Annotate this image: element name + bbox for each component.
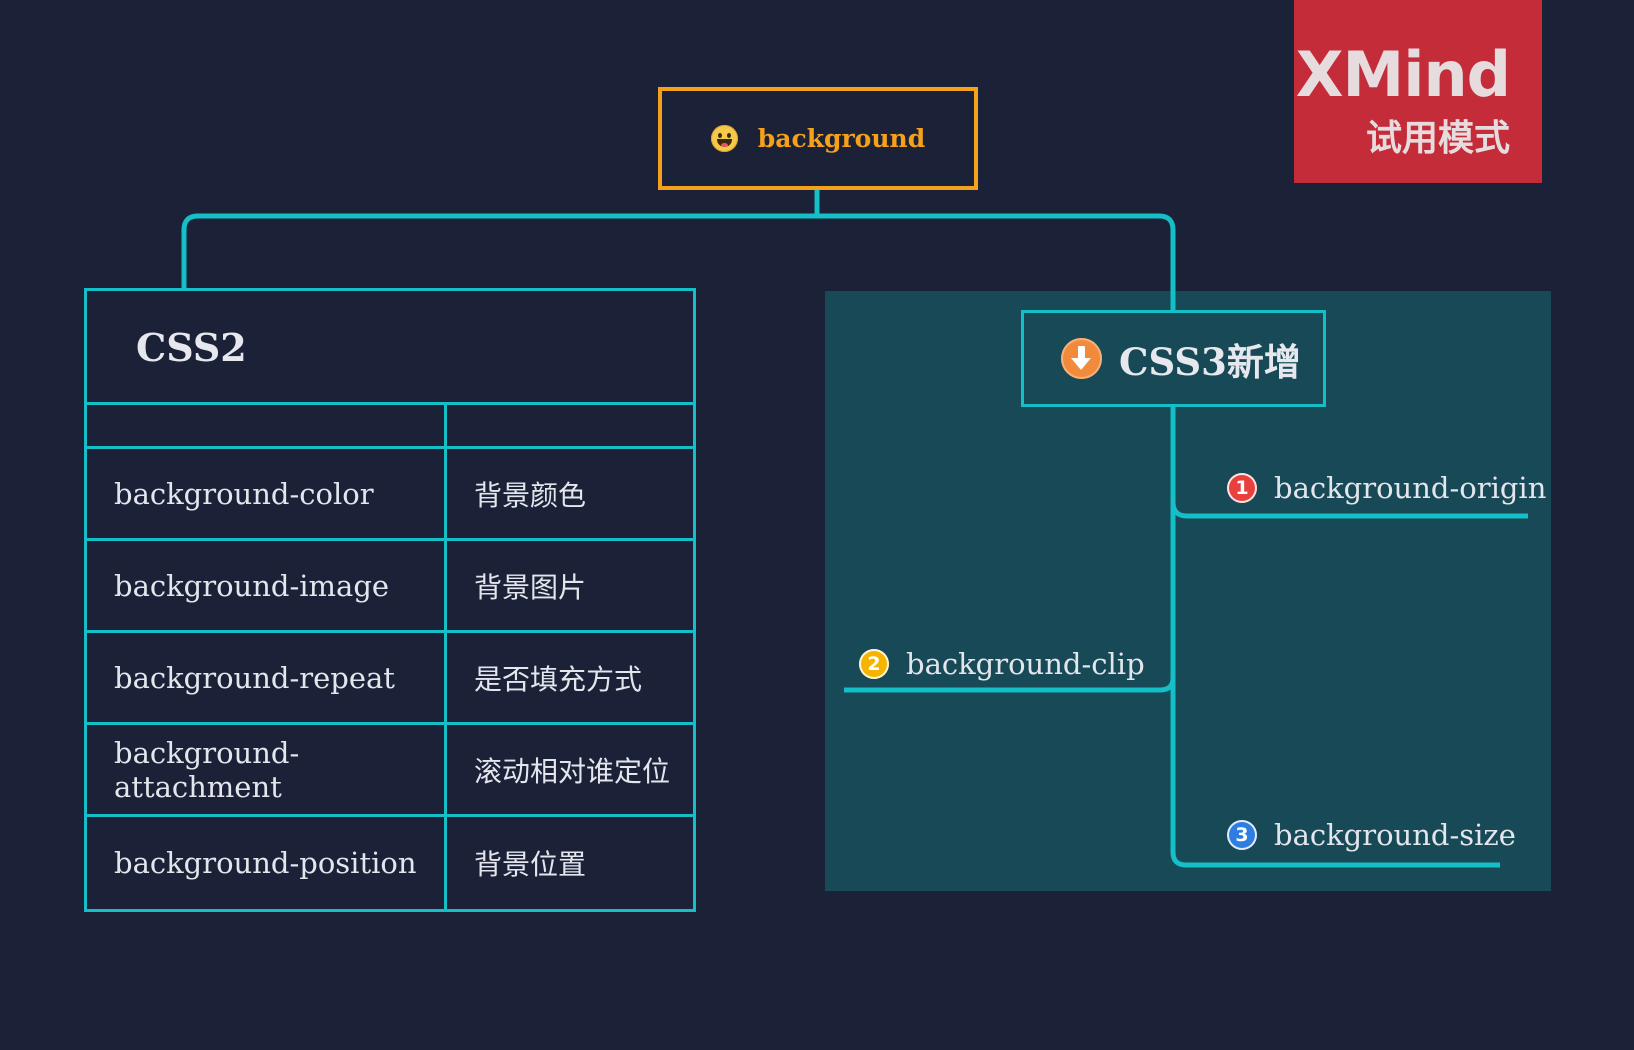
property-cell: background-color — [87, 449, 444, 538]
branch-background-clip[interactable]: 2 background-clip — [859, 647, 1145, 681]
number-1-icon: 1 — [1227, 473, 1257, 503]
property-cell: background-repeat — [87, 633, 444, 722]
table-header-row — [87, 405, 693, 449]
table-header-cell — [444, 405, 693, 446]
number-2-icon: 2 — [859, 649, 889, 679]
css2-title: CSS2 — [136, 325, 247, 370]
watermark-subtitle: 试用模式 — [1366, 109, 1510, 161]
root-topic-label: background — [758, 124, 925, 153]
watermark-logo: XMind — [1296, 38, 1510, 111]
description-cell: 是否填充方式 — [444, 633, 693, 722]
css3-topic-label: CSS3新增 — [1119, 332, 1301, 386]
table-header-cell — [87, 405, 444, 446]
xmind-trial-watermark: XMind 试用模式 — [1294, 0, 1542, 183]
table-row[interactable]: background-color 背景颜色 — [87, 449, 693, 541]
branch-label: background-origin — [1274, 471, 1546, 505]
branch-label: background-clip — [906, 647, 1145, 681]
branch-background-size[interactable]: 3 background-size — [1227, 818, 1516, 852]
property-cell: background-image — [87, 541, 444, 630]
css2-title-cell: CSS2 — [87, 291, 693, 405]
table-row[interactable]: background-attachment 滚动相对谁定位 — [87, 725, 693, 817]
css2-table[interactable]: CSS2 background-color 背景颜色 background-im… — [84, 288, 696, 912]
grinning-face-icon — [711, 125, 738, 152]
property-cell: background-attachment — [87, 725, 444, 814]
description-cell: 背景位置 — [444, 817, 693, 909]
description-cell: 滚动相对谁定位 — [444, 725, 693, 814]
number-3-icon: 3 — [1227, 820, 1257, 850]
down-arrow-icon — [1061, 338, 1102, 379]
property-cell: background-position — [87, 817, 444, 909]
branch-background-origin[interactable]: 1 background-origin — [1227, 471, 1546, 505]
table-row[interactable]: background-image 背景图片 — [87, 541, 693, 633]
branch-label: background-size — [1274, 818, 1516, 852]
description-cell: 背景颜色 — [444, 449, 693, 538]
css3-topic[interactable]: CSS3新增 — [1021, 310, 1326, 407]
root-topic[interactable]: background — [658, 87, 978, 190]
table-row[interactable]: background-position 背景位置 — [87, 817, 693, 909]
description-cell: 背景图片 — [444, 541, 693, 630]
table-row[interactable]: background-repeat 是否填充方式 — [87, 633, 693, 725]
